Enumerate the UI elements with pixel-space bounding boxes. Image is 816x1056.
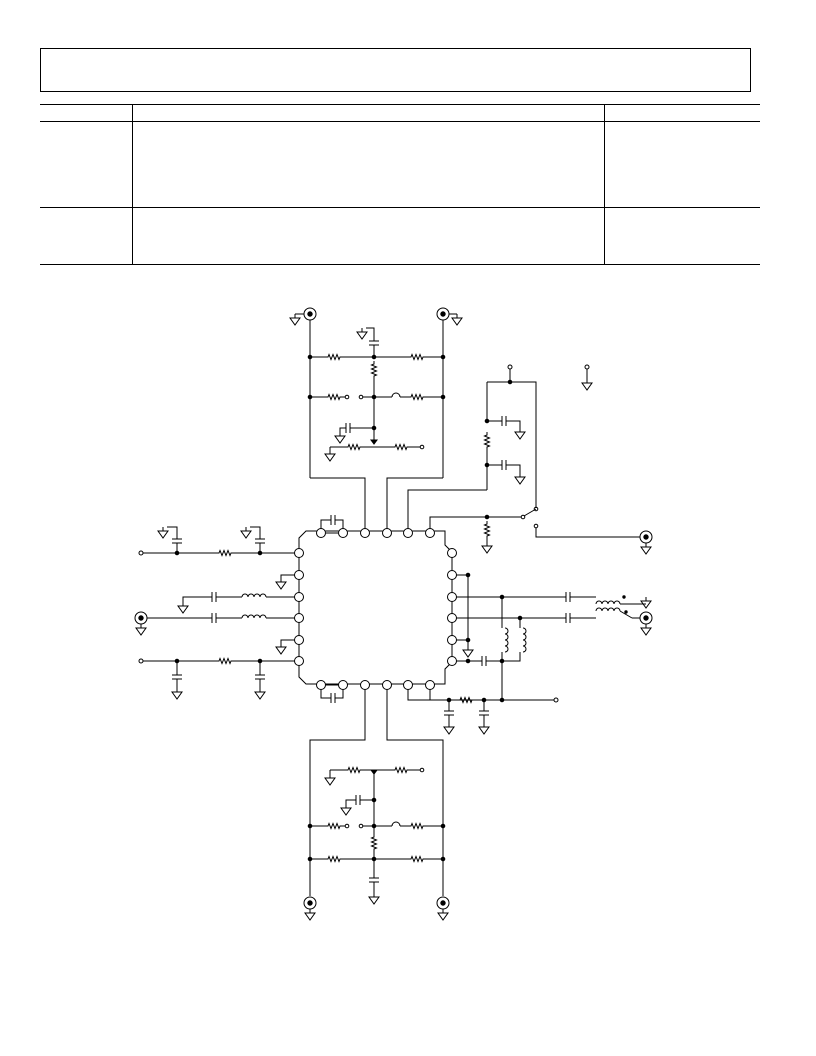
table-bottom-rule [40,264,760,265]
ic-package [294,528,457,690]
page-header-box [40,48,751,92]
schematic-diagram [0,290,816,950]
top-bias-network [289,307,463,529]
bottom-bias-network [303,689,450,921]
spec-table [40,104,760,265]
table-top-rule [40,104,760,105]
table-row-divider [40,207,760,208]
left-inputs [134,526,295,700]
schematic-svg [134,307,653,921]
right-outputs [407,572,653,735]
top-right-supply [407,364,653,555]
bottom-decoupling [320,684,344,704]
table-header-rule [40,121,760,122]
table-column-divider [132,104,133,264]
ic-bottom-pins [316,680,435,690]
top-decoupling [320,514,344,534]
table-column-divider [604,104,605,264]
